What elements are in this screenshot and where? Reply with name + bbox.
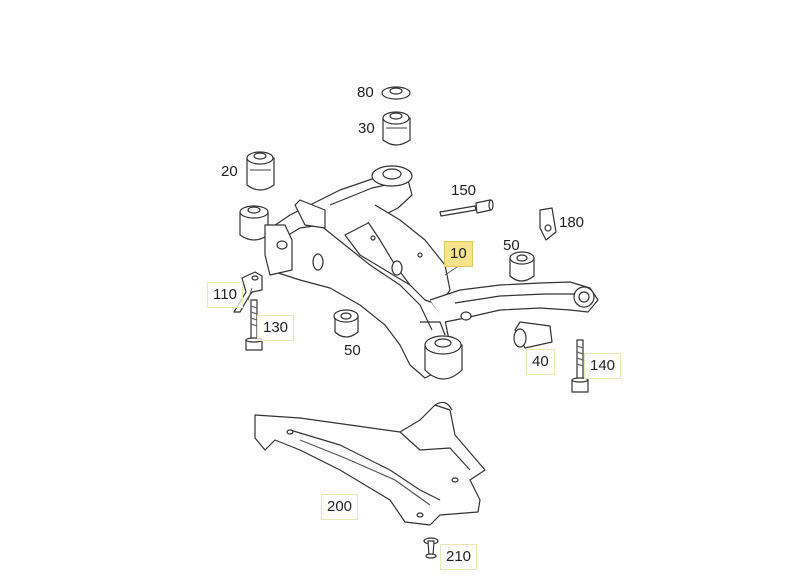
- part-10-subframe[interactable]: [239, 165, 599, 380]
- part-130-bolt[interactable]: [245, 299, 263, 351]
- part-40-bushing[interactable]: [513, 321, 553, 349]
- callout-130[interactable]: 130: [257, 315, 295, 341]
- callout-210[interactable]: 210: [440, 544, 478, 570]
- part-140-bolt[interactable]: [571, 339, 589, 393]
- callout-200[interactable]: 200: [321, 494, 359, 520]
- callout-80[interactable]: 80: [357, 84, 374, 101]
- part-180-clip[interactable]: [539, 207, 557, 241]
- part-210-screw[interactable]: [423, 537, 439, 559]
- callout-140[interactable]: 140: [584, 353, 622, 379]
- part-30-bushing[interactable]: [382, 111, 411, 146]
- callout-50-left[interactable]: 50: [344, 342, 361, 359]
- callout-110[interactable]: 110: [207, 282, 243, 308]
- part-20-bushing[interactable]: [246, 151, 275, 191]
- callout-30[interactable]: 30: [358, 120, 375, 137]
- part-50-bushing-right[interactable]: [509, 251, 535, 282]
- part-150-bolt[interactable]: [439, 199, 494, 217]
- callout-180[interactable]: 180: [559, 214, 585, 231]
- part-50-bushing-left[interactable]: [333, 309, 359, 338]
- callout-150[interactable]: 150: [451, 182, 477, 199]
- part-200-panel[interactable]: [254, 401, 486, 526]
- callout-20[interactable]: 20: [221, 163, 238, 180]
- callout-40[interactable]: 40: [526, 349, 555, 375]
- callout-10-selected[interactable]: 10: [444, 241, 473, 267]
- callout-50-right[interactable]: 50: [503, 237, 520, 254]
- part-80-washer[interactable]: [381, 86, 411, 100]
